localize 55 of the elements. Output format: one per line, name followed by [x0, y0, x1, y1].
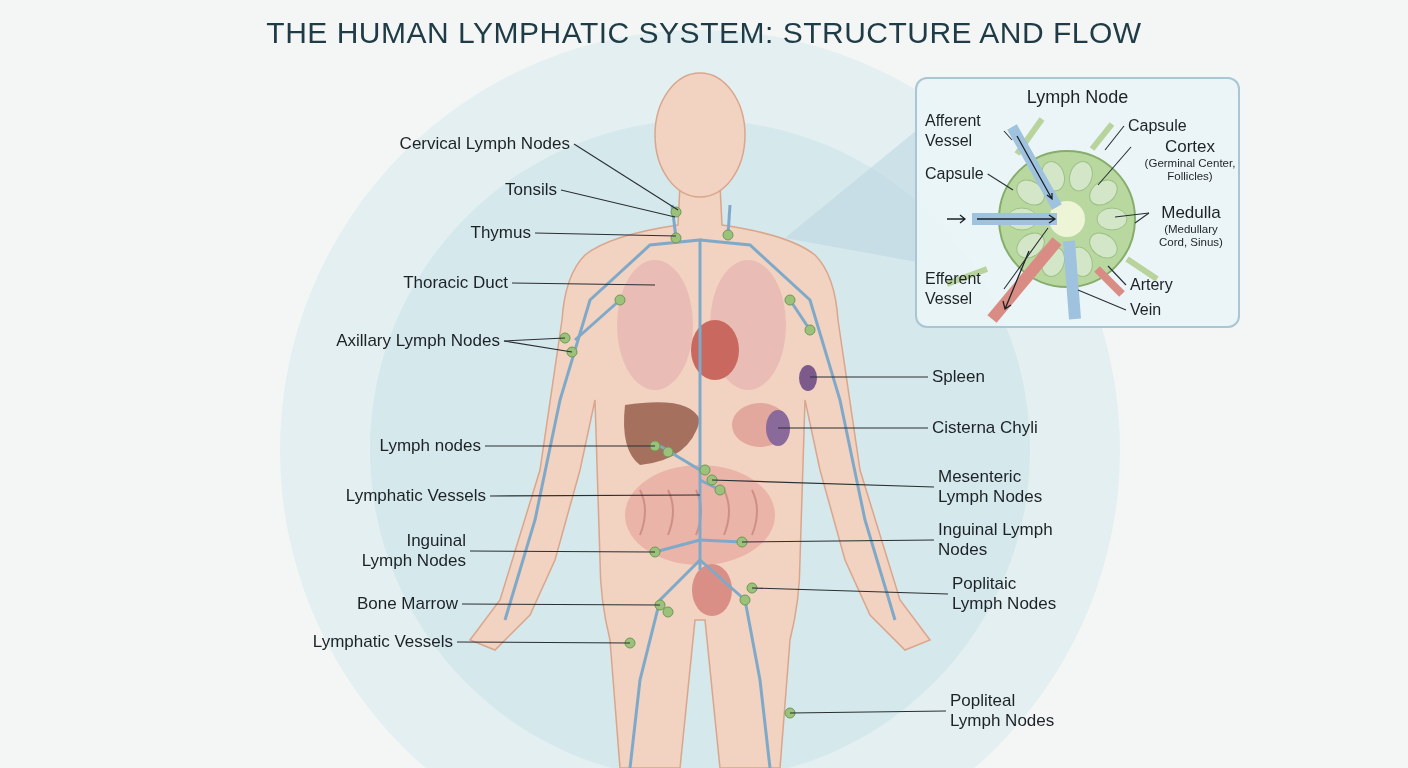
- part-label: Afferent Vessel: [925, 111, 1000, 151]
- part-label: Efferent Vessel: [925, 269, 1000, 309]
- part-label: Poplitaic Lymph Nodes: [952, 574, 1067, 614]
- leader-line: [751, 587, 949, 595]
- part-label: Capsule: [925, 164, 984, 184]
- part-label: Thoracic Duct: [403, 273, 508, 293]
- leader-line: [534, 232, 677, 237]
- part-label: Inguinal Lymph Nodes: [938, 520, 1053, 560]
- part-label: Axillary Lymph Nodes: [336, 331, 500, 351]
- leader-line: [503, 337, 566, 342]
- part-label: Cisterna Chyli: [932, 418, 1038, 438]
- part-label: Lymph nodes: [379, 436, 481, 456]
- leader-line: [741, 539, 935, 543]
- leader-line: [777, 427, 929, 429]
- inset-title: Lymph Node: [1025, 87, 1130, 108]
- part-label: Artery: [1130, 275, 1173, 295]
- part-label: Medulla: [1160, 203, 1222, 223]
- leader-line: [511, 282, 656, 286]
- leader-line: [503, 340, 573, 353]
- label-note: (Medullary Cord, Sinus): [1158, 223, 1224, 249]
- leader-line: [560, 189, 676, 218]
- part-label: Thymus: [470, 223, 531, 243]
- leader-line: [789, 710, 947, 714]
- part-label: Cervical Lymph Nodes: [399, 134, 570, 154]
- inset-panel: [915, 77, 1240, 328]
- leader-line: [987, 173, 1014, 191]
- leader-line: [1077, 289, 1127, 311]
- part-label: Tonsils: [505, 180, 557, 200]
- leader-line: [573, 143, 679, 211]
- part-label: Popliteal Lymph Nodes: [950, 691, 1065, 731]
- part-label: Lymphatic Vessels: [312, 632, 453, 652]
- leader-line: [469, 550, 656, 553]
- leader-line: [461, 603, 661, 606]
- leader-line: [1114, 212, 1150, 218]
- leader-line: [456, 641, 631, 644]
- part-label: Inguinal Lymph Nodes: [356, 531, 466, 571]
- diagram-title: THE HUMAN LYMPHATIC SYSTEM: STRUCTURE AND FLOW: [265, 16, 1143, 50]
- part-label: Cortex: [1163, 137, 1217, 157]
- part-label: Bone Marrow: [356, 594, 458, 614]
- part-label: Mesenteric Lymph Nodes: [938, 467, 1053, 507]
- leader-line: [489, 494, 701, 497]
- label-note: (Germinal Center, Follicles): [1143, 157, 1237, 183]
- part-label: Capsule: [1128, 116, 1187, 136]
- leader-line: [1097, 146, 1132, 186]
- leader-line: [1134, 212, 1150, 224]
- part-label: Vein: [1130, 300, 1162, 320]
- leader-line: [711, 479, 935, 488]
- leader-line: [809, 376, 929, 378]
- leader-line: [1104, 125, 1125, 151]
- leader-line: [1107, 265, 1127, 286]
- part-label: Lymphatic Vessels: [345, 486, 486, 506]
- leader-line: [484, 445, 656, 447]
- leader-line: [1003, 227, 1049, 290]
- leader-line: [1003, 130, 1013, 141]
- part-label: Spleen: [932, 367, 985, 387]
